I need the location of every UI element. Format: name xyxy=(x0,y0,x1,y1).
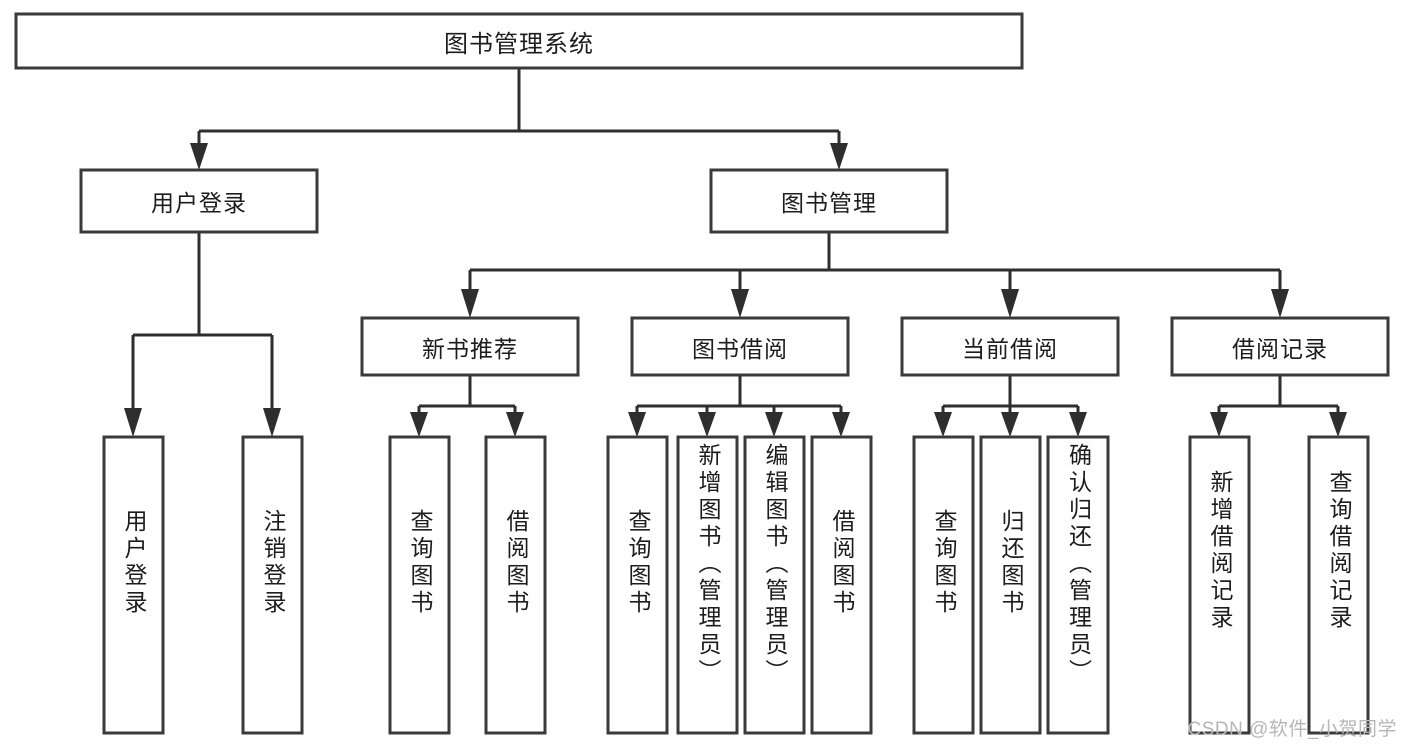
node-leaf-6[interactable] xyxy=(743,435,806,735)
node-leaf-4[interactable] xyxy=(606,435,669,735)
node-leaf-9[interactable] xyxy=(979,435,1042,735)
node-leaf-1[interactable] xyxy=(241,435,304,735)
node-level3-new-book-rec[interactable] xyxy=(360,316,580,377)
node-level2-user-login[interactable] xyxy=(79,168,319,234)
node-level3-book-borrow[interactable] xyxy=(630,316,850,377)
node-leaf-5[interactable] xyxy=(676,435,739,735)
node-level3-borrow-records[interactable] xyxy=(1170,316,1390,377)
node-leaf-10[interactable] xyxy=(1046,435,1110,735)
connector-current-borrow-to-leaves xyxy=(934,375,1087,437)
node-leaf-7[interactable] xyxy=(810,435,873,735)
node-level2-book-mgmt[interactable] xyxy=(709,168,949,234)
connector-book-borrow-to-leaves xyxy=(628,375,850,437)
node-level3-current-borrow[interactable] xyxy=(900,316,1120,377)
node-leaf-0[interactable] xyxy=(102,435,165,735)
node-leaf-12[interactable] xyxy=(1307,435,1370,735)
node-leaf-11[interactable] xyxy=(1188,435,1251,735)
connector-new-book-rec-to-leaves xyxy=(410,375,524,437)
node-leaf-2[interactable] xyxy=(388,435,451,735)
connector-user-login-to-leaves xyxy=(124,232,281,437)
connector-borrow-records-to-leaves xyxy=(1210,375,1347,437)
connector-root-to-level2 xyxy=(190,68,848,170)
connector-book-mgmt-to-level3 xyxy=(461,232,1289,318)
node-root[interactable] xyxy=(14,12,1024,70)
node-leaf-8[interactable] xyxy=(912,435,975,735)
node-leaf-3[interactable] xyxy=(484,435,547,735)
